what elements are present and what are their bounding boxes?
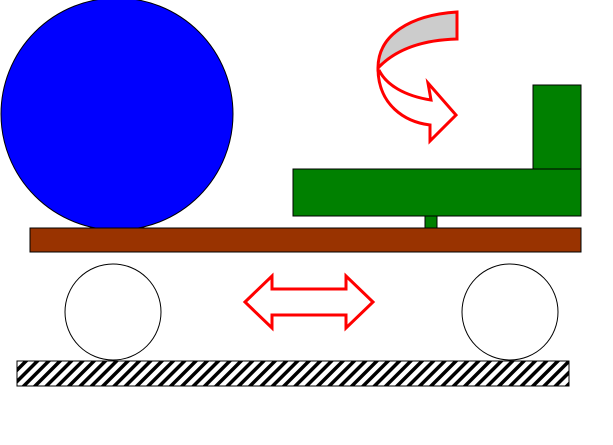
- hatched-ground: [16, 360, 570, 387]
- arm-body: [292, 168, 582, 217]
- right-wheel: [461, 263, 559, 361]
- rotation-arrow-icon: [376, 10, 459, 145]
- blue-ball: [0, 0, 234, 231]
- arm-stem: [424, 215, 438, 229]
- left-wheel: [64, 263, 162, 361]
- arm-tower: [532, 84, 582, 170]
- double-arrow-icon: [242, 272, 376, 332]
- platform: [29, 227, 582, 253]
